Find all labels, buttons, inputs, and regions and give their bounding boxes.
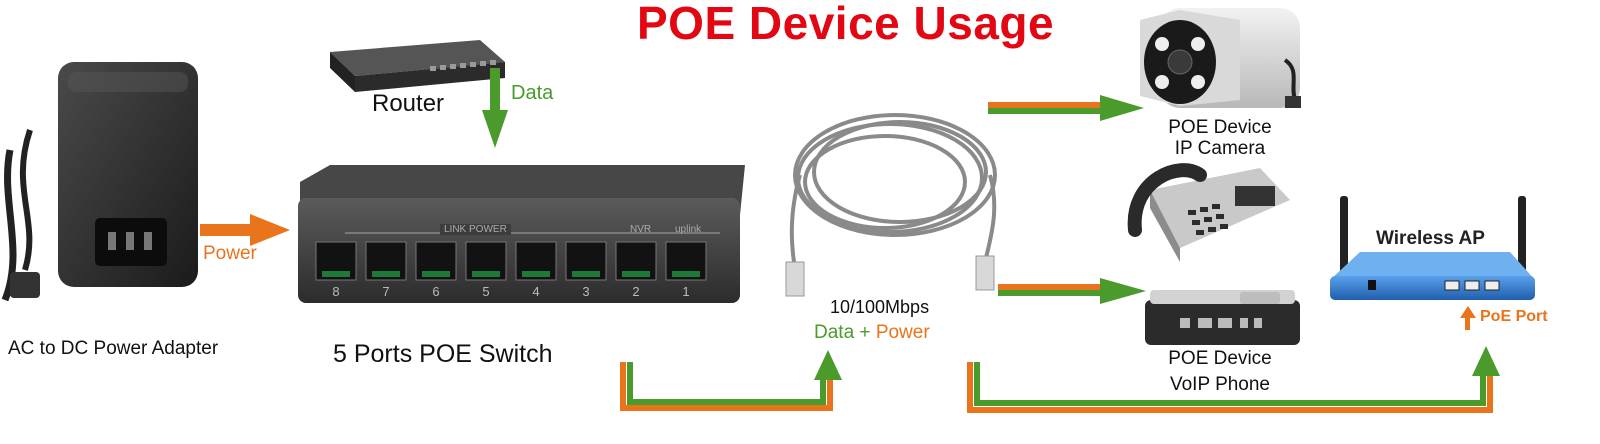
ethernet-cable-icon <box>789 113 997 269</box>
router-label: Router <box>372 90 445 117</box>
switch-port-number: 4 <box>532 284 539 299</box>
cable-power-text: Power <box>875 322 930 343</box>
voip-phone-icon <box>1127 163 1300 345</box>
camera-label-line1: POE Device <box>1168 117 1272 138</box>
cable-data-power-label: Data + Power <box>814 322 930 344</box>
power-arrow-right <box>200 214 290 246</box>
arrow-to-camera <box>988 95 1144 121</box>
cable-connector-icon <box>785 255 995 297</box>
switch-port-led <box>572 271 600 277</box>
switch-port-led <box>322 271 350 277</box>
power-adapter-icon <box>1 62 198 302</box>
adapter-label: AC to DC Power Adapter <box>8 338 219 359</box>
data-arrow-down <box>482 68 508 148</box>
switch-port-led <box>472 271 500 277</box>
data-arrow-label: Data <box>511 82 554 104</box>
router-icon <box>330 40 505 92</box>
switch-panel-label: LINK POWER <box>440 224 511 235</box>
ap-label: Wireless AP <box>1376 228 1485 249</box>
switch-to-cable-path <box>620 350 842 411</box>
cable-to-ap-path <box>967 346 1500 413</box>
wireless-ap-icon <box>1330 196 1535 300</box>
switch-port-number: 5 <box>482 284 489 299</box>
diagram-title: POE Device Usage <box>637 0 1055 49</box>
switch-port-led <box>422 271 450 277</box>
ip-camera-icon <box>1140 8 1301 108</box>
cable-data-text: Data <box>814 322 855 343</box>
switch-label: 5 Ports POE Switch <box>333 340 553 368</box>
switch-port-number: 2 <box>632 284 639 299</box>
switch-port-number: 6 <box>432 284 439 299</box>
switch-port-number: 7 <box>382 284 389 299</box>
switch-port-number: 1 <box>682 284 689 299</box>
switch-port-number: 3 <box>582 284 589 299</box>
poe-port-label: PoE Port <box>1480 308 1548 325</box>
nvr-label: NVR <box>630 224 652 235</box>
arrow-to-phone <box>998 278 1146 304</box>
poe-port-arrow <box>1460 306 1476 330</box>
switch-port-led <box>622 271 650 277</box>
camera-label-line2: IP Camera <box>1174 138 1266 159</box>
switch-port-led <box>522 271 550 277</box>
cable-speed-label: 10/100Mbps <box>830 297 930 317</box>
switch-port-number: 8 <box>332 284 339 299</box>
switch-port-led <box>672 271 700 277</box>
cable-plus-text: + <box>859 322 871 343</box>
switch-port-led <box>372 271 400 277</box>
phone-label-line1: POE Device <box>1168 348 1272 369</box>
switch-ports: 8 7 6 5 4 3 2 1 <box>315 241 707 299</box>
phone-label-line2: VoIP Phone <box>1169 374 1271 395</box>
uplink-label: uplink <box>675 224 702 235</box>
power-arrow-label: Power <box>203 243 257 264</box>
